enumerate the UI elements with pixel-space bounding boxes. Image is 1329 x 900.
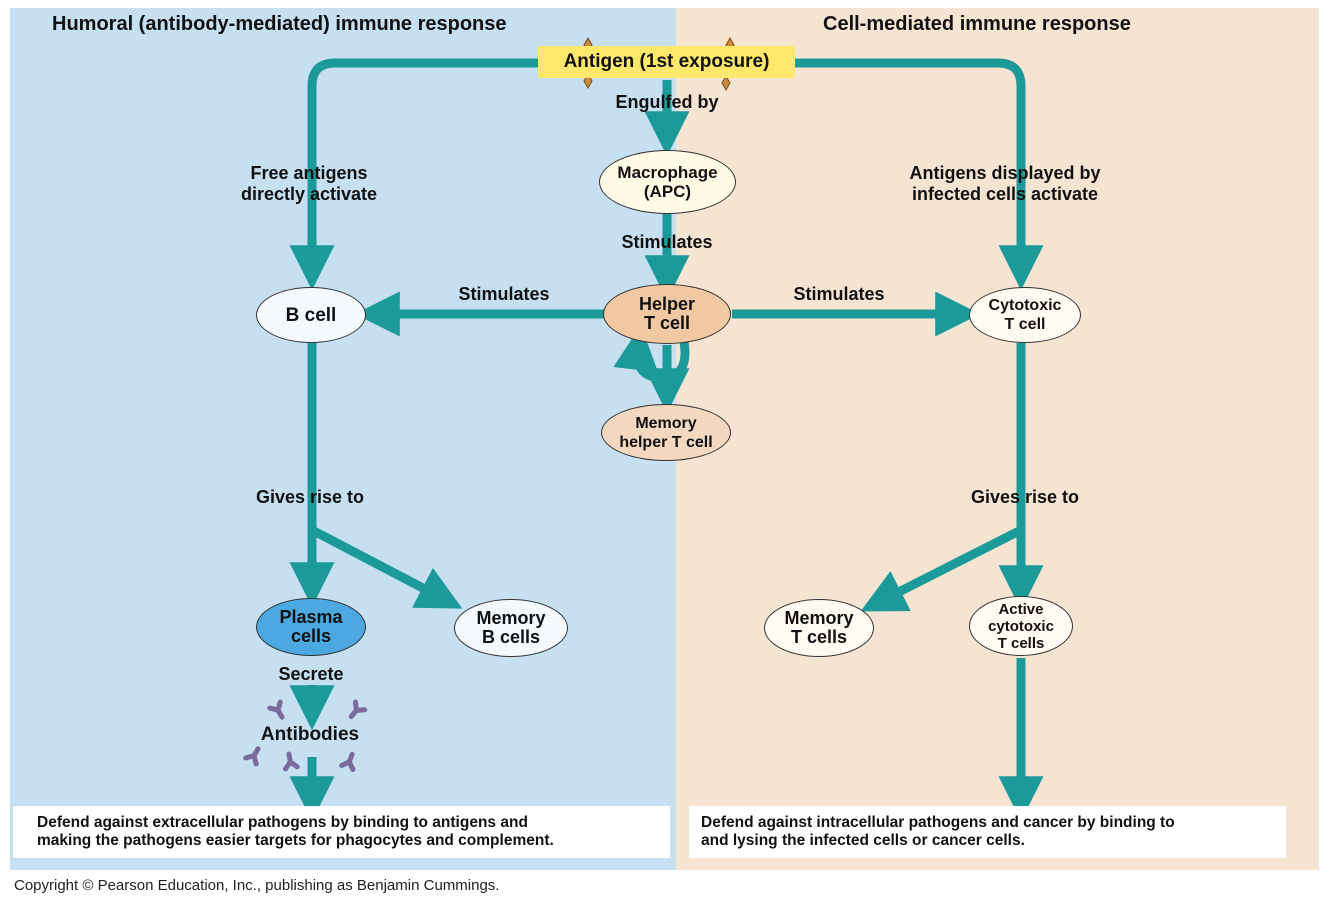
arrow-b-cell-to-memory-b	[309, 526, 463, 609]
label-free-antigens: Free antigens directly activate	[240, 163, 378, 204]
b-cell-node: B cell	[256, 287, 366, 343]
label-gives-rise-left: Gives rise to	[255, 487, 365, 507]
cell-mediated-title: Cell-mediated immune response	[823, 13, 1131, 35]
arrow-antigen-to-b-cell	[289, 58, 540, 291]
label-stimulates-left: Stimulates	[458, 284, 550, 304]
antibody-icon	[267, 699, 285, 720]
arrow-cytotoxic-to-memory-t	[860, 525, 1024, 612]
antibody-icons	[243, 699, 368, 773]
cell-mediated-panel	[676, 8, 1319, 870]
memory-t-cells-node: Memory T cells	[764, 599, 874, 657]
humoral-panel	[10, 8, 676, 870]
helper-t-cell-node: Helper T cell	[603, 284, 731, 344]
active-cytotoxic-t-cells-node: Active cytotoxic T cells	[969, 596, 1073, 656]
humoral-title: Humoral (antibody-mediated) immune respo…	[52, 13, 507, 35]
label-stimulates-right: Stimulates	[793, 284, 885, 304]
cell-mediated-outcome: Defend against intracellular pathogens a…	[689, 806, 1286, 858]
antibody-icon	[339, 751, 356, 773]
humoral-outcome: Defend against extracellular pathogens b…	[13, 806, 670, 858]
label-stimulates-center: Stimulates	[621, 232, 713, 252]
antigen-box: Antigen (1st exposure)	[538, 46, 795, 78]
antibody-icon	[348, 699, 368, 720]
macrophage-node: Macrophage (APC)	[599, 150, 736, 214]
arrow-helper-self-loop	[613, 324, 690, 383]
antigen-particle-icon	[721, 74, 731, 92]
antibody-icon	[243, 746, 261, 767]
cytotoxic-t-cell-node: Cytotoxic T cell	[969, 287, 1081, 343]
antigen-particles	[583, 36, 735, 92]
antibodies-label: Antibodies	[260, 724, 360, 745]
antibody-icon	[282, 751, 300, 772]
copyright-notice: Copyright © Pearson Education, Inc., pub…	[14, 877, 500, 894]
memory-helper-t-cell-node: Memory helper T cell	[601, 404, 731, 461]
label-gives-rise-right: Gives rise to	[970, 487, 1080, 507]
arrow-antigen-to-cytotoxic	[795, 58, 1044, 291]
memory-b-cells-node: Memory B cells	[454, 599, 568, 657]
label-engulfed-by: Engulfed by	[615, 92, 719, 112]
label-secrete: Secrete	[278, 664, 344, 684]
plasma-cells-node: Plasma cells	[256, 598, 366, 656]
label-antigens-displayed: Antigens displayed by infected cells act…	[909, 163, 1101, 204]
